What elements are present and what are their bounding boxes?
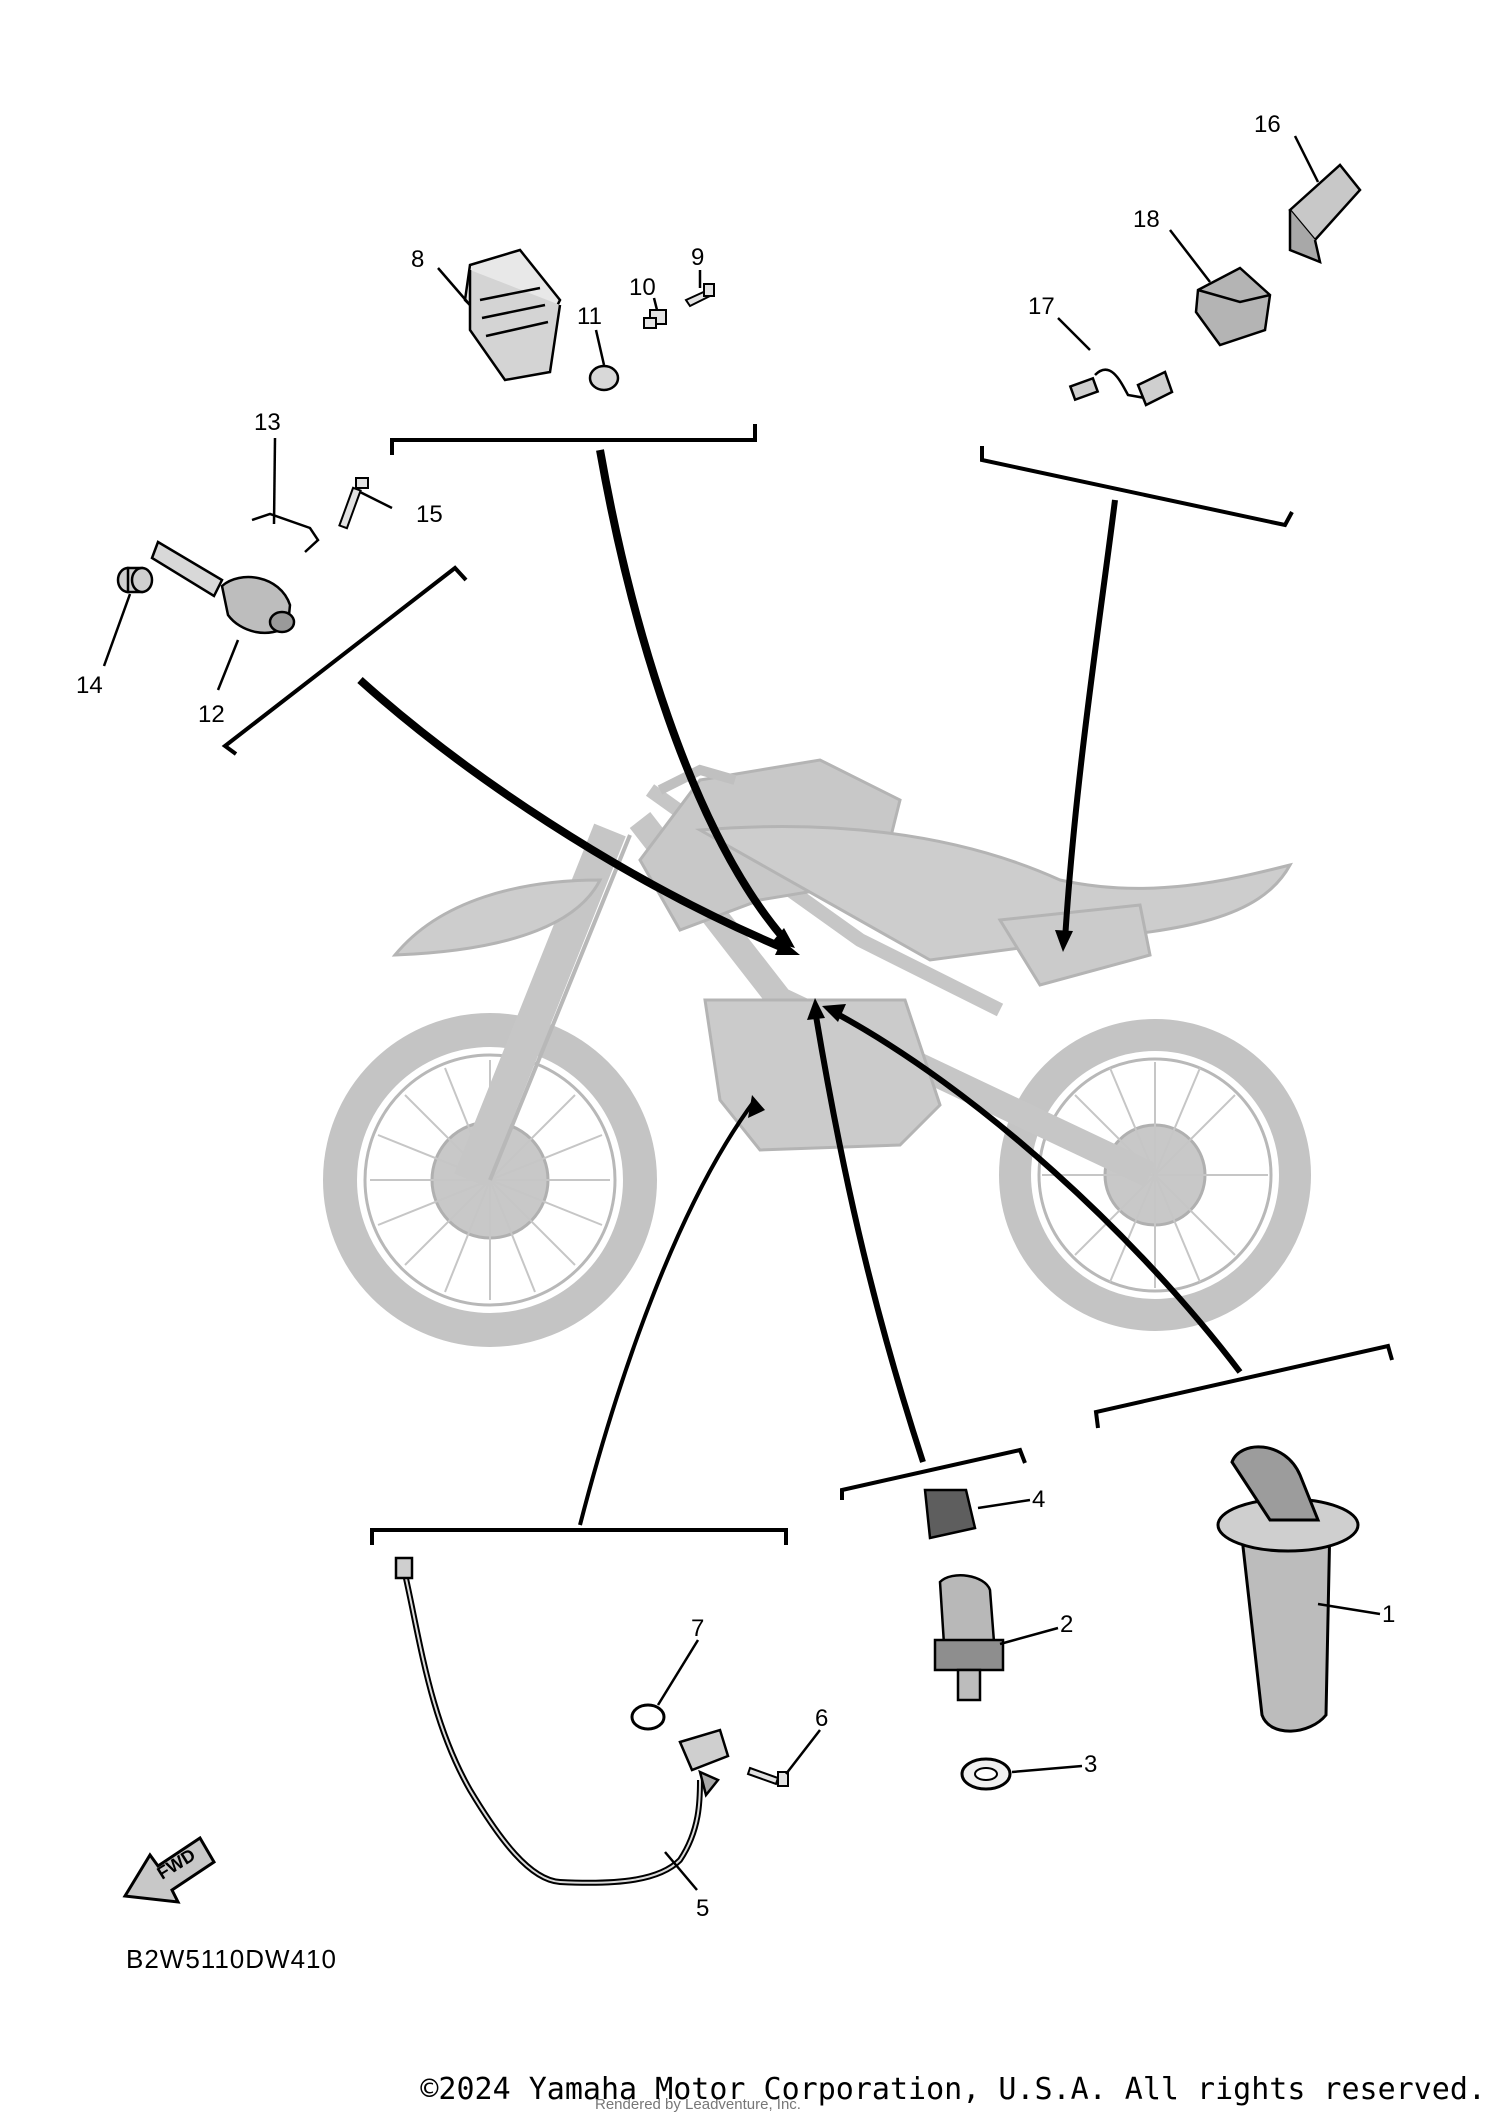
callout-6: 6 [815, 1705, 828, 1732]
part-bracket [251, 512, 320, 553]
part-ecu [463, 248, 562, 382]
callout-8: 8 [411, 246, 424, 273]
callout-3: 3 [1084, 1751, 1097, 1778]
callout-18: 18 [1133, 206, 1160, 233]
part-bolt-15 [338, 477, 369, 530]
part-washer-hole [974, 1767, 998, 1781]
leader-lines [357, 449, 1243, 1526]
callout-14: 14 [76, 672, 103, 699]
part-throttle-grip [1216, 1445, 1360, 1733]
callout-2: 2 [1060, 1611, 1073, 1638]
part-ignition-coil [150, 540, 296, 635]
motorcycle-silhouette [323, 758, 1311, 1347]
callout-5: 5 [696, 1895, 709, 1922]
part-o-ring [630, 1703, 666, 1731]
callout-9: 9 [691, 244, 704, 271]
part-bolt-6 [746, 1766, 789, 1787]
part-cap [116, 566, 154, 594]
callout-leaders [102, 135, 1381, 1891]
rendered-by-watermark: Rendered by Leadventure, Inc. [595, 2096, 801, 2113]
part-sensor-lead [394, 1556, 730, 1886]
leader-arrowheads [748, 928, 1073, 1118]
part-bolt-9 [684, 283, 715, 308]
callout-16: 16 [1254, 111, 1281, 138]
part-sensor [933, 1574, 1005, 1702]
callout-7: 7 [691, 1615, 704, 1642]
callout-13: 13 [254, 409, 281, 436]
part-sub-harness [1068, 368, 1174, 407]
callout-1: 1 [1382, 1601, 1395, 1628]
part-relay [1194, 266, 1272, 347]
part-relay-cover [1288, 163, 1362, 265]
diagram-code: B2W5110DW410 [126, 1944, 337, 1974]
copyright-notice: ©2024 Yamaha Motor Corporation, U.S.A. A… [420, 2072, 1486, 2107]
callout-17: 17 [1028, 293, 1055, 320]
callout-4: 4 [1032, 1486, 1045, 1513]
part-sensor-cap [923, 1488, 977, 1540]
callout-10: 10 [629, 274, 656, 301]
callout-11: 11 [577, 303, 602, 330]
part-collar [643, 309, 667, 329]
group-brackets [221, 424, 1394, 1545]
callout-15: 15 [416, 501, 443, 528]
fwd-arrow-icon: FWD [122, 1835, 217, 1904]
part-grommet [588, 364, 620, 392]
callout-12: 12 [198, 701, 225, 728]
